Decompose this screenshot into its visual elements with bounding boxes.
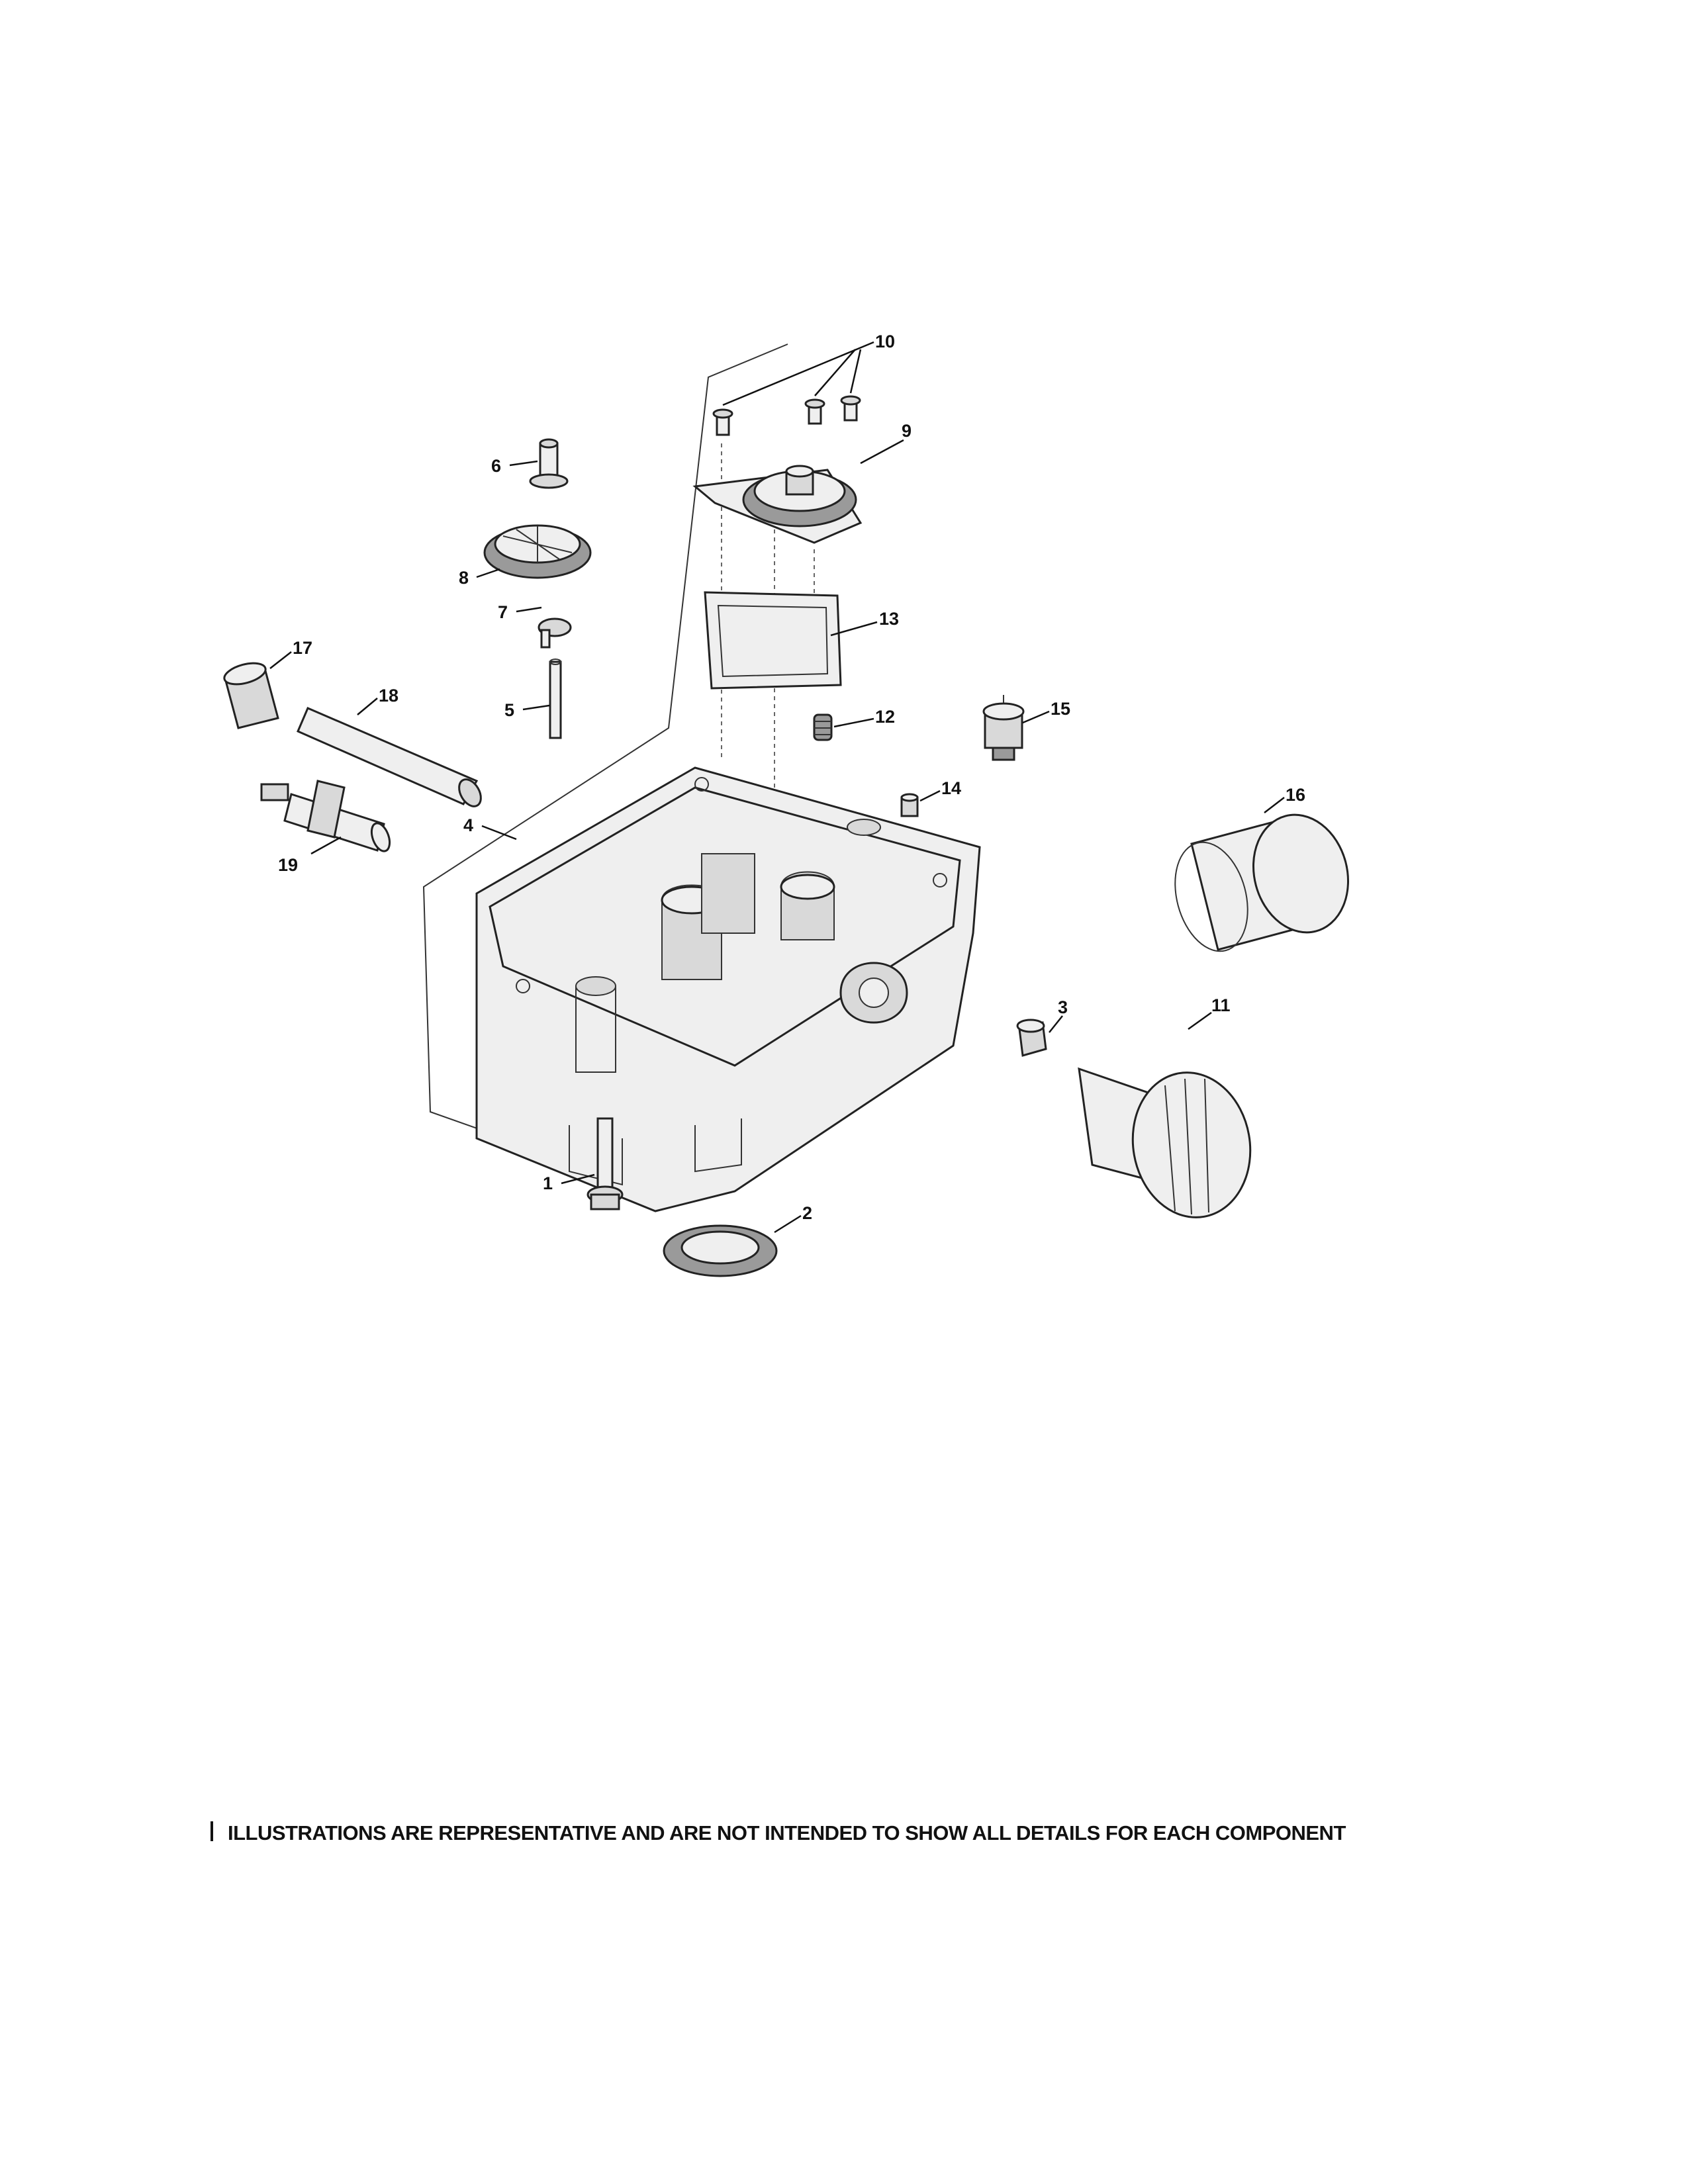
part-label-10: 10 xyxy=(875,332,895,351)
pin-part xyxy=(549,659,562,739)
seal-part xyxy=(663,1224,778,1277)
part-label-9: 9 xyxy=(902,421,912,441)
oil-filter-upper-part xyxy=(1174,813,1350,952)
switch-part xyxy=(982,695,1025,761)
part-label-17: 17 xyxy=(293,638,312,658)
part-label-19: 19 xyxy=(278,855,298,875)
part-label-5: 5 xyxy=(504,700,514,720)
part-labels: 1 2 3 4 5 6 7 8 9 10 11 12 13 14 15 16 1… xyxy=(278,332,1305,1223)
disclaimer-note: ILLUSTRATIONS ARE REPRESENTATIVE AND ARE… xyxy=(228,1821,1346,1844)
part-label-2: 2 xyxy=(802,1203,812,1223)
spring-part xyxy=(813,713,833,741)
part-label-1: 1 xyxy=(543,1173,553,1193)
leader-lines xyxy=(269,341,1285,1234)
pump-gear-part xyxy=(692,465,863,544)
part-label-18: 18 xyxy=(379,686,399,705)
part-label-4: 4 xyxy=(463,815,473,835)
plug-part xyxy=(900,793,919,817)
part-label-13: 13 xyxy=(879,609,899,629)
fitting-part xyxy=(1016,1019,1047,1057)
part-label-8: 8 xyxy=(459,568,469,588)
footer-marker xyxy=(211,1821,213,1841)
washer-part xyxy=(538,617,572,649)
fitting-tee-part xyxy=(260,780,391,852)
gasket-part xyxy=(704,591,842,690)
part-label-16: 16 xyxy=(1286,785,1305,805)
gear-part xyxy=(483,524,592,579)
part-label-6: 6 xyxy=(491,456,501,476)
part-label-11: 11 xyxy=(1211,995,1231,1015)
part-label-14: 14 xyxy=(941,778,961,798)
part-label-15: 15 xyxy=(1051,699,1070,719)
part-label-7: 7 xyxy=(498,602,508,622)
bushing-part xyxy=(223,662,279,729)
oil-filter-part xyxy=(1078,1067,1252,1218)
part-label-12: 12 xyxy=(875,707,895,727)
part-label-3: 3 xyxy=(1058,997,1068,1017)
tube-part xyxy=(297,707,482,807)
bolt-part xyxy=(586,1117,624,1210)
oil-pan-part xyxy=(475,766,981,1212)
assembly-bracket xyxy=(422,343,788,1152)
screws-part xyxy=(712,395,861,436)
shaft-part xyxy=(529,438,569,489)
